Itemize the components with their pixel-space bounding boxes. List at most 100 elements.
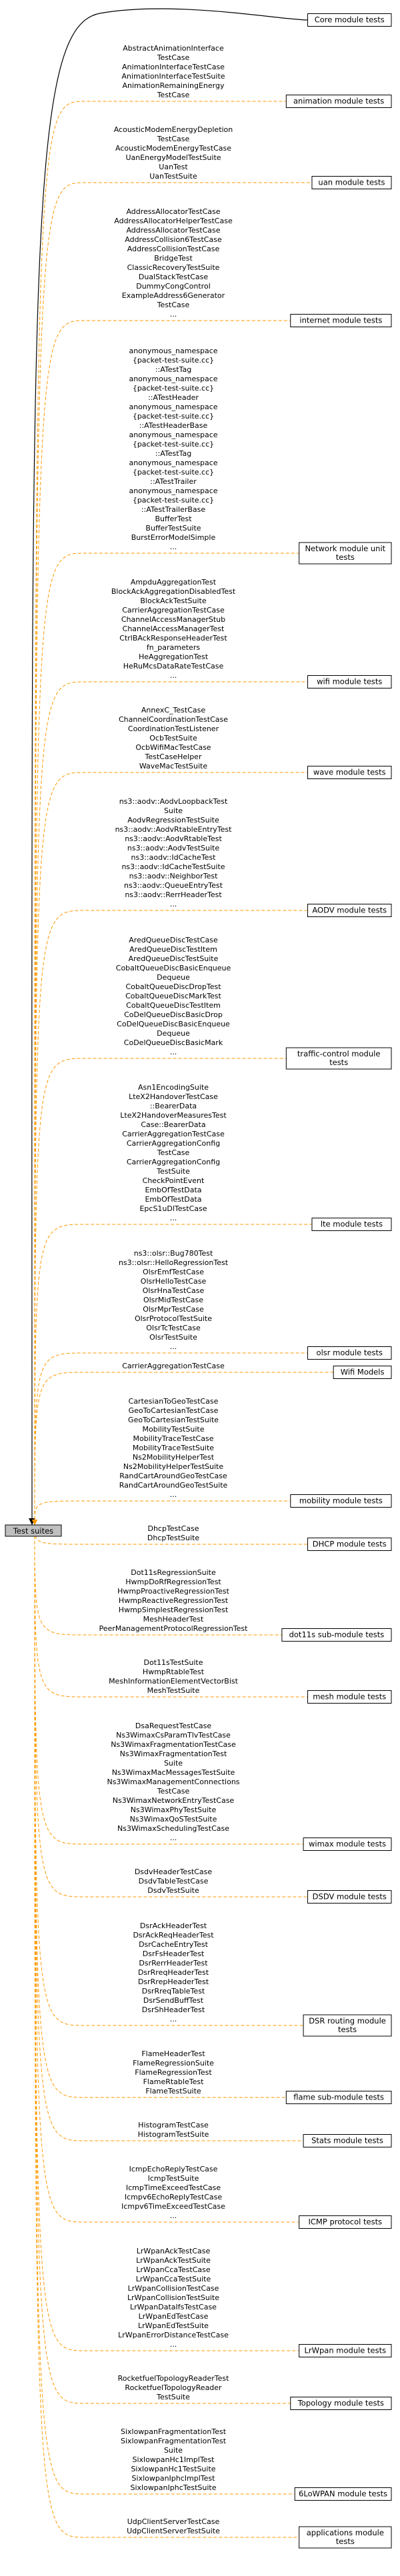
module-node-label-aodv: AODV module tests	[312, 906, 387, 915]
module-node-dhcp[interactable]: DHCP module tests	[307, 1538, 392, 1551]
edge-label-network: {packet-test-suite.cc}	[133, 496, 214, 505]
module-node-box-applications[interactable]	[299, 2526, 392, 2549]
module-node-box-lrwpan[interactable]	[299, 2344, 392, 2357]
module-node-box-sixlowpan[interactable]	[294, 2487, 392, 2501]
edge-label-olsr: ...	[170, 1342, 177, 1351]
edge-label-wave: OcbWifiMacTestCase	[135, 743, 211, 752]
module-node-box-wave[interactable]	[307, 766, 392, 779]
edge-label-lrwpan: LrWpanDataIfsTestCase	[130, 2303, 217, 2311]
module-node-label-dsr: DSR routing module	[309, 2016, 386, 2025]
edge-label-animation: AbstractAnimationInterface	[123, 44, 224, 53]
module-node-flame[interactable]: flame sub-module tests	[285, 2091, 392, 2104]
module-node-label-topology: Topology module tests	[297, 2399, 384, 2408]
module-node-box-stats[interactable]	[303, 2134, 392, 2147]
module-node-box-wifi[interactable]	[307, 675, 392, 688]
module-node-mobility[interactable]: mobility module tests	[290, 1494, 392, 1508]
module-node-stats[interactable]: Stats module tests	[303, 2134, 392, 2147]
module-node-box-dhcp[interactable]	[307, 1538, 392, 1551]
module-node-box-wifimodels[interactable]	[333, 1366, 392, 1379]
edge-label-icmp: ...	[170, 2211, 177, 2220]
module-node-aodv[interactable]: AODV module tests	[307, 904, 392, 917]
module-node-box-uan[interactable]	[311, 176, 392, 189]
edge-label-lrwpan: LrWpanEdTestCase	[139, 2312, 209, 2321]
edge-label-wifi: BlockAckTestSuite	[140, 597, 206, 605]
edge-label-stats: HistogramTestCase	[138, 2121, 209, 2129]
module-node-box-flame[interactable]	[285, 2091, 392, 2104]
root-node-test-suites[interactable]: Test suites	[5, 1524, 62, 1537]
edge-label-applications: UdpClientServerTestSuite	[127, 2527, 220, 2535]
module-node-box-wimax[interactable]	[303, 1838, 392, 1851]
module-node-label-traffic: tests	[329, 1058, 348, 1067]
module-node-box-aodv[interactable]	[307, 904, 392, 917]
edge-label-lte: CarrierAggregationConfig	[127, 1158, 220, 1166]
module-node-wimax[interactable]: wimax module tests	[303, 1838, 392, 1851]
module-node-wifimodels[interactable]: Wifi Models	[333, 1366, 392, 1379]
module-node-box-mesh[interactable]	[307, 1690, 392, 1704]
edge-label-wimax: TestCase	[157, 1787, 190, 1796]
edge-label-wifi: HeAggregationTest	[139, 652, 209, 661]
module-node-box-dot11s[interactable]	[281, 1628, 392, 1642]
edge-label-internet: AddressCollision6TestCase	[125, 235, 222, 244]
module-node-box-mobility[interactable]	[290, 1494, 392, 1508]
module-node-box-dsdv[interactable]	[307, 1890, 392, 1904]
module-node-animation[interactable]: animation module tests	[285, 95, 392, 108]
module-node-uan[interactable]: uan module tests	[311, 176, 392, 189]
module-node-box-dsr[interactable]	[303, 2014, 392, 2037]
edge-label-network: anonymous_namespace	[129, 431, 217, 439]
module-node-lrwpan[interactable]: LrWpan module tests	[299, 2344, 392, 2357]
module-node-box-lte[interactable]	[311, 1218, 392, 1231]
module-node-box-topology[interactable]	[290, 2397, 392, 2410]
edge-label-lrwpan: LrWpanAckTestSuite	[136, 2256, 211, 2265]
edge-label-sixlowpan: SixlowpanHc1ImplTest	[132, 2455, 215, 2464]
edge-label-topology: RocketfuelTopologyReaderTest	[118, 2374, 230, 2383]
module-node-label-dsr: tests	[338, 2025, 357, 2034]
module-node-core[interactable]: Core module tests	[307, 13, 392, 27]
edge-label-traffic: CobaltQueueDiscTestItem	[126, 1001, 221, 1010]
module-node-mesh[interactable]: mesh module tests	[307, 1690, 392, 1704]
edge-label-mobility: GeoToCartesianTestSuite	[128, 1416, 219, 1424]
edge-label-uan: UanTestSuite	[149, 172, 197, 181]
module-node-dsdv[interactable]: DSDV module tests	[307, 1890, 392, 1904]
edge-label-dot11s: MeshHeaderTest	[143, 1615, 204, 1624]
edge-label-internet: DummyCongControl	[136, 282, 211, 291]
module-node-box-internet[interactable]	[290, 314, 392, 327]
module-node-olsr[interactable]: olsr module tests	[307, 1346, 392, 1360]
edge-lrwpan	[34, 1524, 299, 2351]
edge-label-network: BufferTest	[155, 515, 192, 523]
module-node-box-traffic[interactable]	[285, 1047, 392, 1070]
module-node-topology[interactable]: Topology module tests	[290, 2397, 392, 2410]
edge-label-lte: CarrierAggregationTestCase	[122, 1130, 225, 1138]
module-node-box-network[interactable]	[299, 542, 392, 565]
module-node-internet[interactable]: internet module tests	[290, 314, 392, 327]
edge-label-dsdv: DsdvTableTestCase	[139, 1877, 209, 1886]
module-node-box-icmp[interactable]	[299, 2215, 392, 2229]
module-node-wave[interactable]: wave module tests	[307, 766, 392, 779]
edge-label-stats: HistogramTestSuite	[138, 2130, 209, 2139]
edge-label-lte: TestCase	[157, 1148, 190, 1157]
root-node-box[interactable]	[5, 1524, 62, 1537]
module-node-icmp[interactable]: ICMP protocol tests	[299, 2215, 392, 2229]
edge-label-wimax: Ns3WimaxMacMessagesTestSuite	[112, 1768, 235, 1777]
root-node-label: Test suites	[13, 1526, 53, 1536]
module-node-box-olsr[interactable]	[307, 1346, 392, 1360]
edge-label-aodv: ns3::aodv::NeighborTest	[129, 872, 218, 880]
edge-label-animation: AnimationInterfaceTestCase	[122, 63, 225, 71]
module-node-box-core[interactable]	[307, 13, 392, 27]
edge-label-lte: EmbOfTestData	[145, 1186, 201, 1194]
module-node-dot11s[interactable]: dot11s sub-module tests	[281, 1628, 392, 1642]
edge-label-wifimodels: CarrierAggregationTestCase	[122, 1362, 225, 1370]
module-node-wifi[interactable]: wifi module tests	[307, 675, 392, 688]
module-node-sixlowpan[interactable]: 6LoWPAN module tests	[294, 2487, 392, 2501]
edge-label-wimax: Ns3WimaxPhyTestSuite	[131, 1806, 217, 1814]
edge-label-aodv: ns3::aodv::AodvRtableEntryTest	[115, 825, 233, 834]
edge-label-dot11s: HwmpReactiveRegressionTest	[119, 1596, 229, 1605]
edge-label-flame: FlameRtableTest	[143, 2077, 204, 2086]
module-node-lte[interactable]: lte module tests	[311, 1218, 392, 1231]
module-node-box-animation[interactable]	[285, 95, 392, 108]
edge-label-internet: TestCase	[157, 301, 190, 309]
edge-label-wave: OcbTestSuite	[149, 734, 197, 742]
